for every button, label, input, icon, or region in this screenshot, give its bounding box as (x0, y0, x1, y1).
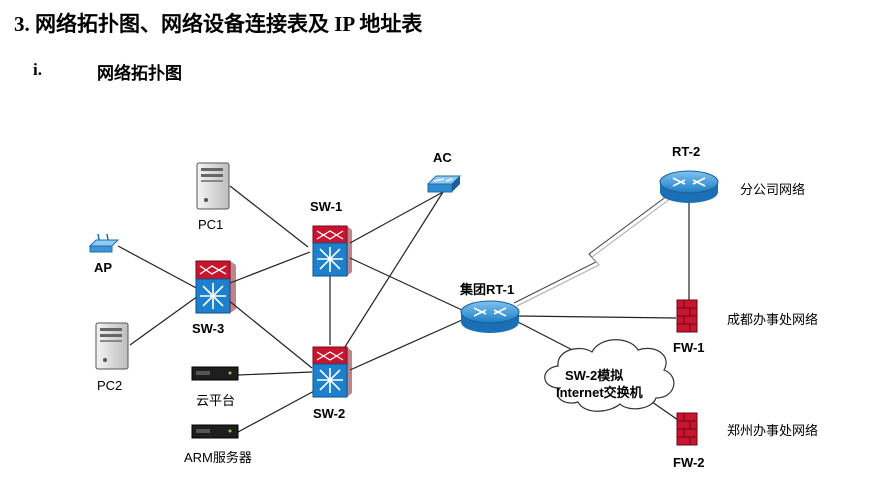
sw3-switch-icon (195, 260, 236, 314)
pc2-label: PC2 (97, 378, 122, 393)
ap-label: AP (94, 260, 112, 275)
fw1-firewall-icon (676, 299, 698, 333)
link-sw3-sw2 (227, 299, 313, 369)
sw1-switch-icon (312, 225, 352, 277)
zhengzhou-network-label: 郑州办事处网络 (727, 423, 818, 438)
cloud-platform-label: 云平台 (196, 393, 235, 408)
internet-line1-label: SW-2模拟 (565, 368, 623, 383)
link-pc1-sw1 (229, 185, 309, 248)
internet-line2-label: Internet交换机 (556, 385, 643, 400)
pc1-label: PC1 (198, 217, 223, 232)
link-cloud-sw2 (237, 371, 313, 376)
arm-server-icon (191, 424, 239, 439)
rt2-label: RT-2 (672, 144, 700, 159)
link-pc2-sw3 (129, 295, 199, 346)
link-rt1-fw1 (517, 315, 677, 319)
sw2-label: SW-2 (313, 406, 345, 421)
branch-network-label: 分公司网络 (740, 182, 805, 197)
fw2-label: FW-2 (673, 455, 705, 470)
sw3-label: SW-3 (192, 321, 224, 336)
chengdu-network-label: 成都办事处网络 (727, 312, 818, 327)
pc2-icon (95, 322, 129, 370)
ac-icon (426, 175, 462, 193)
internet-cloud-icon (544, 339, 675, 412)
pc1-icon (196, 162, 230, 210)
rt2-router-icon (659, 170, 719, 203)
link-ap-sw3 (117, 245, 201, 291)
sw1-label: SW-1 (310, 199, 342, 214)
links (117, 185, 690, 433)
rt1-router-icon (460, 300, 520, 333)
link-rt1-rt2-serial (513, 195, 668, 304)
link-sw3-sw1 (229, 251, 311, 284)
subsection-number: i. (33, 60, 42, 79)
link-sw1-ac (349, 191, 444, 244)
fw2-firewall-icon (676, 412, 698, 446)
sw2-switch-icon (312, 346, 352, 398)
link-sw2-ac (342, 191, 444, 351)
link-arm-sw2 (237, 389, 317, 433)
ac-label: AC (433, 150, 452, 165)
link-sw1-rt1 (349, 257, 463, 311)
subsection-title: 网络拓扑图 (97, 64, 182, 83)
rt1-label: 集团RT-1 (459, 282, 514, 297)
cloud-platform-server-icon (191, 366, 239, 381)
arm-server-label: ARM服务器 (184, 450, 252, 465)
link-sw2-rt1 (349, 319, 463, 371)
page-heading: 3. 网络拓扑图、网络设备连接表及 IP 地址表 (14, 12, 423, 36)
ap-icon (88, 233, 120, 253)
fw1-label: FW-1 (673, 340, 705, 355)
